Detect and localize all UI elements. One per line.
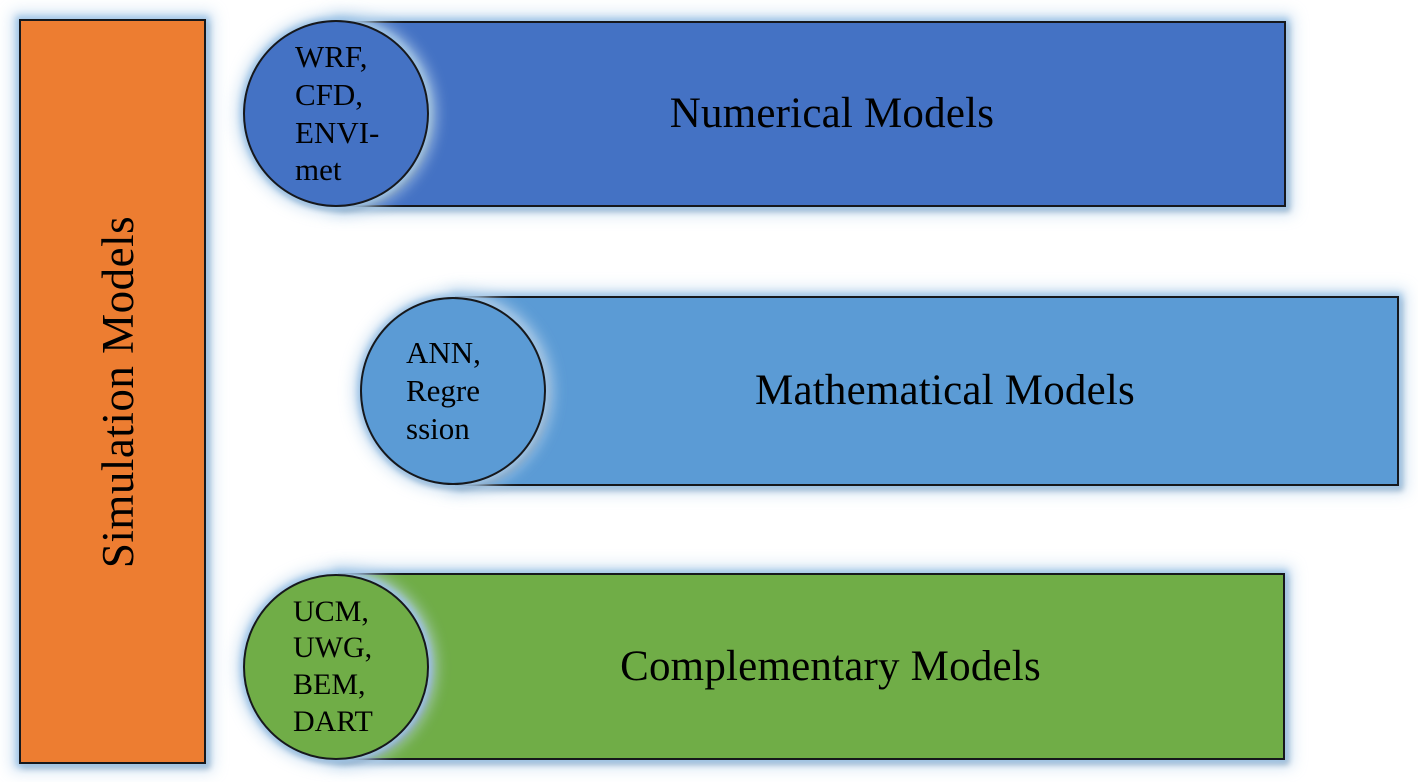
mathematical-models-bar[interactable]: Mathematical Models [455,296,1399,486]
mathematical-models-circle[interactable]: ANN, Regre ssion [360,297,546,485]
complementary-models-circle[interactable]: UCM, UWG, BEM, DART [243,574,429,760]
numerical-models-circle-label: WRF, CFD, ENVI- met [295,38,380,188]
mathematical-models-circle-label: ANN, Regre ssion [406,335,481,446]
complementary-models-bar[interactable]: Complementary Models [338,573,1285,760]
mathematical-models-label: Mathematical Models [755,367,1135,415]
simulation-models-label: Simulation Models [93,215,144,568]
complementary-models-label: Complementary Models [620,642,1041,690]
numerical-models-circle[interactable]: WRF, CFD, ENVI- met [243,20,429,207]
simulation-models-column[interactable]: Simulation Models [19,19,206,764]
complementary-models-circle-label: UCM, UWG, BEM, DART [293,594,373,738]
numerical-models-bar[interactable]: Numerical Models [338,21,1286,207]
numerical-models-label: Numerical Models [669,90,995,138]
